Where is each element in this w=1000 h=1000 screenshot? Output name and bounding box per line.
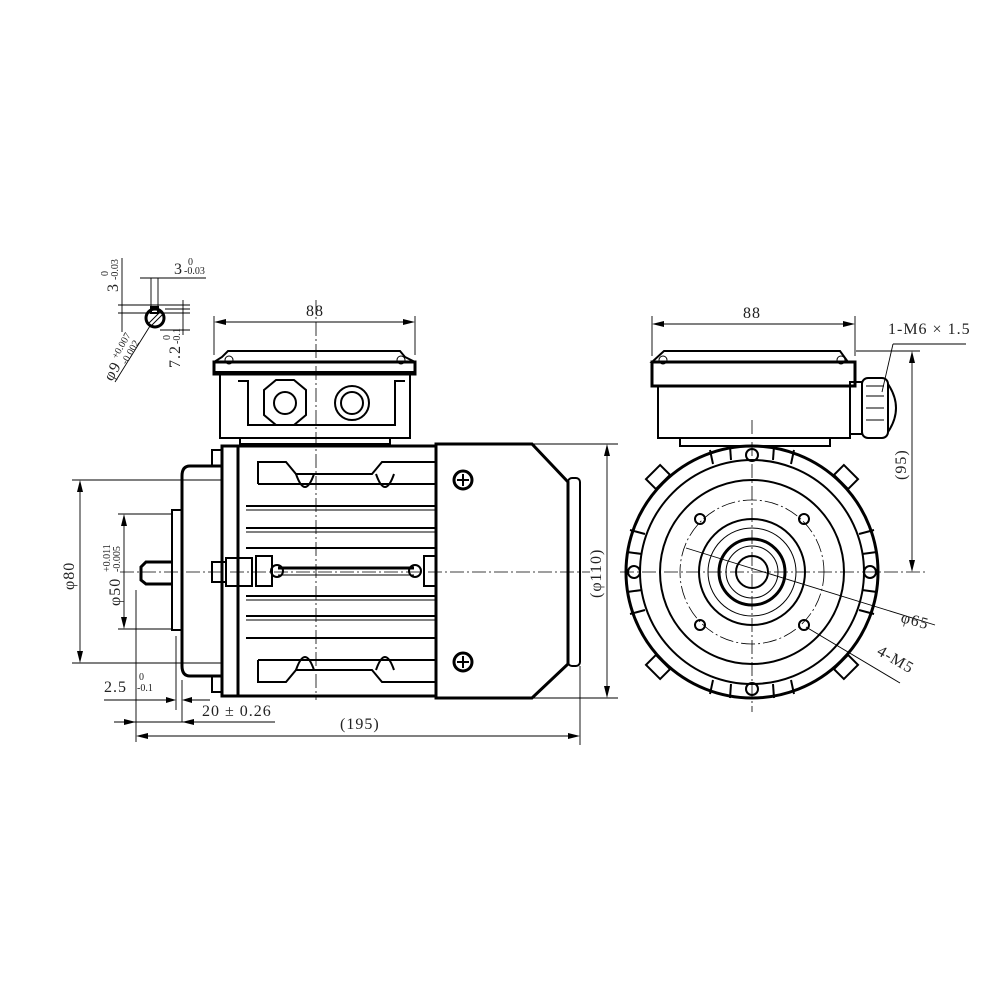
flange-diameter-label: φ80	[61, 562, 78, 590]
mounting-holes-label: 4-M5	[874, 643, 917, 678]
cable-gland	[849, 381, 863, 435]
screw-icon	[452, 469, 474, 491]
fan-cover	[434, 442, 581, 700]
side-view: 88	[61, 300, 618, 745]
key-depth-label: 7.2	[167, 345, 184, 368]
cable-gland-label: 1-M6 × 1.5	[888, 321, 971, 338]
height-label: (95)	[893, 449, 910, 480]
motor-frame	[236, 444, 438, 698]
pitch-circle-label: φ65	[899, 609, 931, 633]
spigot-diameter-label: φ50	[107, 578, 124, 606]
keyway-detail: 3 -0.03 0 3 -0.03 0 7.2 -0.1 0 φ9 +0.007…	[100, 257, 206, 384]
mounting-hole	[694, 619, 706, 631]
key-depth-tol-lower: -0.1	[172, 328, 183, 344]
flange	[171, 444, 253, 698]
mounting-hole	[694, 513, 706, 525]
overall-length-label: (195)	[340, 716, 380, 733]
key-depth-tol-upper: 0	[162, 335, 173, 340]
end-box-width-label: 88	[743, 305, 761, 322]
spigot-depth-tol-upper: 0	[139, 672, 144, 683]
end-flange	[624, 444, 880, 700]
spigot-depth-tol-lower: -0.1	[137, 683, 153, 694]
shaft	[139, 560, 172, 586]
key-height-label: 3	[105, 283, 122, 292]
end-view: 88 1-M6 × 1.5 (95)	[620, 305, 971, 712]
frame-diameter-label: (φ110)	[588, 549, 605, 598]
shaft-length-label: 20 ± 0.26	[202, 703, 272, 720]
key-height-tol-upper: 0	[100, 271, 111, 276]
terminal-box-end	[649, 350, 897, 447]
terminal-box-side	[212, 350, 417, 445]
pitch-circle	[679, 499, 825, 645]
key-width-tol-lower: -0.03	[184, 266, 205, 277]
spigot-depth-label: 2.5	[104, 679, 127, 696]
key-width-label: 3	[174, 261, 183, 278]
spigot-tol-upper: +0.011	[102, 544, 113, 572]
key-height-tol-lower: -0.03	[110, 259, 121, 280]
mounting-hole	[798, 513, 810, 525]
side-box-width-label: 88	[306, 303, 324, 320]
spigot-tol-lower: -0.005	[112, 546, 123, 572]
key-width-tol-upper: 0	[188, 257, 193, 268]
shaft-end	[735, 555, 769, 589]
cable-gland-nut	[263, 379, 307, 426]
mounting-hole	[798, 619, 810, 631]
spigot	[171, 509, 183, 631]
shaft-section-circle	[144, 307, 166, 329]
knockout-hole	[334, 385, 370, 421]
screw-icon	[452, 651, 474, 673]
